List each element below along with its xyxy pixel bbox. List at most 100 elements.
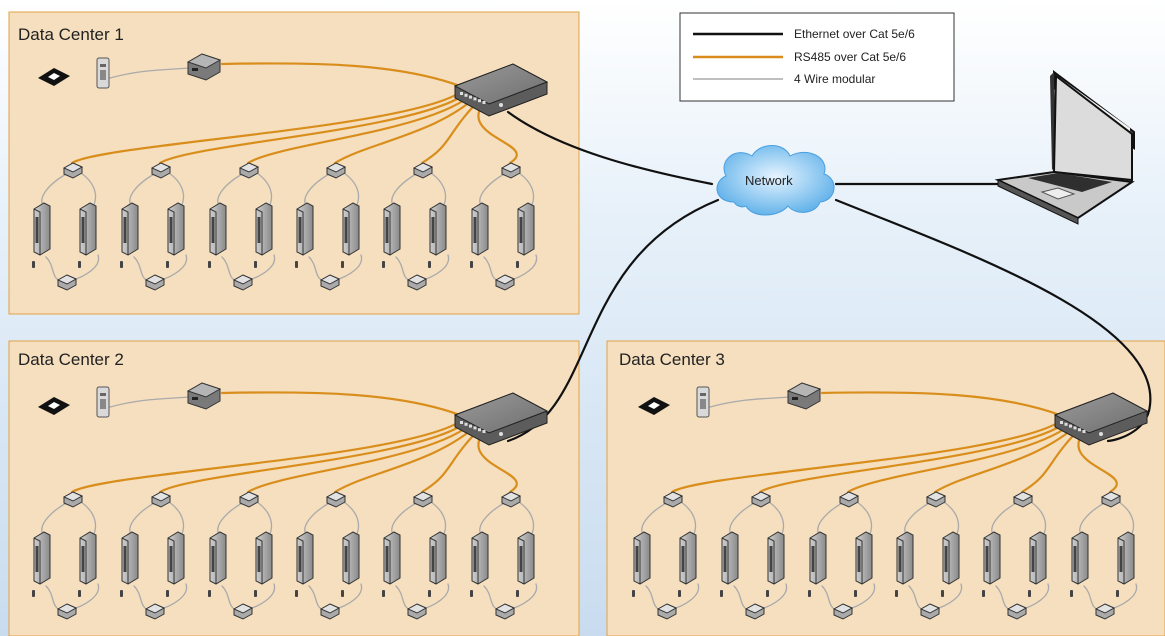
sensor-body — [166, 261, 169, 268]
cabinet-door — [431, 546, 435, 572]
cabinet-door — [944, 546, 948, 572]
adapter-top — [925, 491, 947, 502]
rs485-cable — [333, 421, 481, 494]
adapter-top — [406, 603, 428, 614]
adapter-icon — [919, 603, 941, 620]
cabinet-edge — [209, 208, 217, 255]
adapter-top — [1094, 603, 1116, 614]
hub-port — [482, 101, 486, 104]
sensor-body — [808, 590, 811, 597]
cabinet-door — [811, 546, 815, 572]
sensor-body — [78, 261, 81, 268]
adapter-top — [838, 491, 860, 502]
adapter-top — [500, 162, 522, 173]
cabinet-edge — [167, 537, 175, 584]
sensor-icon — [166, 590, 169, 597]
cabinet-icon — [471, 531, 489, 585]
cabinet-door — [769, 546, 773, 572]
four-wire-cable — [109, 396, 191, 408]
cabinet-icon — [121, 531, 139, 585]
cabinet-door — [211, 217, 215, 243]
cabinet-icon — [471, 202, 489, 256]
hub-port — [464, 422, 468, 426]
adapter-icon — [56, 603, 78, 620]
laptop-keyboard — [1028, 173, 1112, 192]
hub-port — [464, 93, 468, 97]
adapter-icon — [1012, 491, 1034, 508]
adapter-top — [412, 491, 434, 502]
controller-box-icon — [786, 382, 822, 410]
sensor-icon — [208, 590, 211, 597]
adapter-icon — [832, 603, 854, 620]
adapter-icon — [406, 274, 428, 291]
reader-slot — [700, 393, 706, 396]
rs485-cable — [670, 415, 1068, 494]
sensor-body — [208, 590, 211, 597]
cabinet-icon — [33, 202, 51, 256]
sensor-body — [470, 590, 473, 597]
sensor-icon — [808, 590, 811, 597]
adapter-top — [750, 491, 772, 502]
reader-slot — [100, 393, 106, 396]
sensor-body — [895, 590, 898, 597]
cabinet-edge — [79, 208, 87, 255]
reader-slot — [100, 64, 106, 67]
four-wire-cable — [109, 67, 191, 79]
sensor-icon — [295, 261, 298, 268]
cabinet-door — [257, 546, 261, 572]
cloud-shape — [716, 145, 835, 216]
rs485-cable — [220, 62, 462, 88]
cabinet-edge — [255, 537, 263, 584]
adapter-icon — [150, 491, 172, 508]
reader-keypad — [100, 70, 106, 80]
adapter-top — [412, 162, 434, 173]
adapter-top — [1006, 603, 1028, 614]
hub-port — [473, 97, 477, 101]
cabinet-door — [169, 217, 173, 243]
adapter-icon — [925, 491, 947, 508]
sensor-icon — [78, 590, 81, 597]
controller-box-icon — [186, 382, 222, 410]
keycard-chip — [648, 402, 660, 409]
card-reader-icon — [96, 57, 110, 89]
sensor-icon — [254, 590, 257, 597]
cabinet-edge — [429, 208, 437, 255]
rs485-cable — [220, 391, 462, 417]
cabinet-edge — [471, 537, 479, 584]
sensor-icon — [678, 590, 681, 597]
sensor-icon — [470, 590, 473, 597]
cabinet-edge — [896, 537, 904, 584]
cabinet-door — [519, 217, 523, 243]
sensor-icon — [341, 590, 344, 597]
sensor-body — [120, 261, 123, 268]
cabinet-door — [473, 217, 477, 243]
sensor-icon — [516, 590, 519, 597]
legend-label-four-wire: 4 Wire modular — [794, 72, 876, 86]
cabinet-edge — [167, 208, 175, 255]
cabinet-edge — [296, 537, 304, 584]
reader-keypad — [700, 399, 706, 409]
sensor-icon — [720, 590, 723, 597]
hub-port — [1064, 422, 1068, 426]
sensor-icon — [941, 590, 944, 597]
cabinet-icon — [79, 202, 97, 256]
cabinet-door — [257, 217, 261, 243]
cabinet-icon — [1029, 531, 1047, 585]
sensor-body — [720, 590, 723, 597]
adapter-top — [319, 603, 341, 614]
sensor-icon — [428, 590, 431, 597]
controller-box-icon — [186, 53, 222, 81]
network-label: Network — [745, 173, 793, 188]
cabinet-icon — [1117, 531, 1135, 585]
sensor-body — [428, 590, 431, 597]
adapter-top — [232, 274, 254, 285]
hub-port — [478, 428, 481, 432]
cabinet-door — [635, 546, 639, 572]
cabinet-edge — [721, 537, 729, 584]
sensor-icon — [295, 590, 298, 597]
adapter-icon — [238, 162, 260, 179]
adapter-icon — [500, 491, 522, 508]
cabinet-edge — [296, 208, 304, 255]
sensor-body — [470, 261, 473, 268]
hub-port — [482, 430, 486, 433]
